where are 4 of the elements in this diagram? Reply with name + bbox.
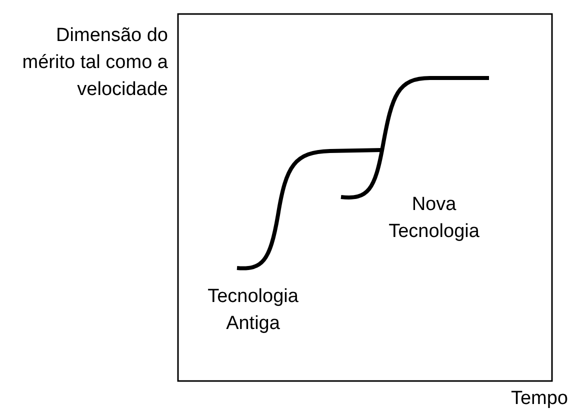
curve-label: Nova Tecnologia	[388, 193, 480, 244]
axis-label: Dimensão do mérito tal como a velocidade	[21, 24, 168, 102]
curve-label: Tecnologia Antiga	[206, 285, 300, 336]
axis-label: Tempo	[510, 387, 568, 411]
